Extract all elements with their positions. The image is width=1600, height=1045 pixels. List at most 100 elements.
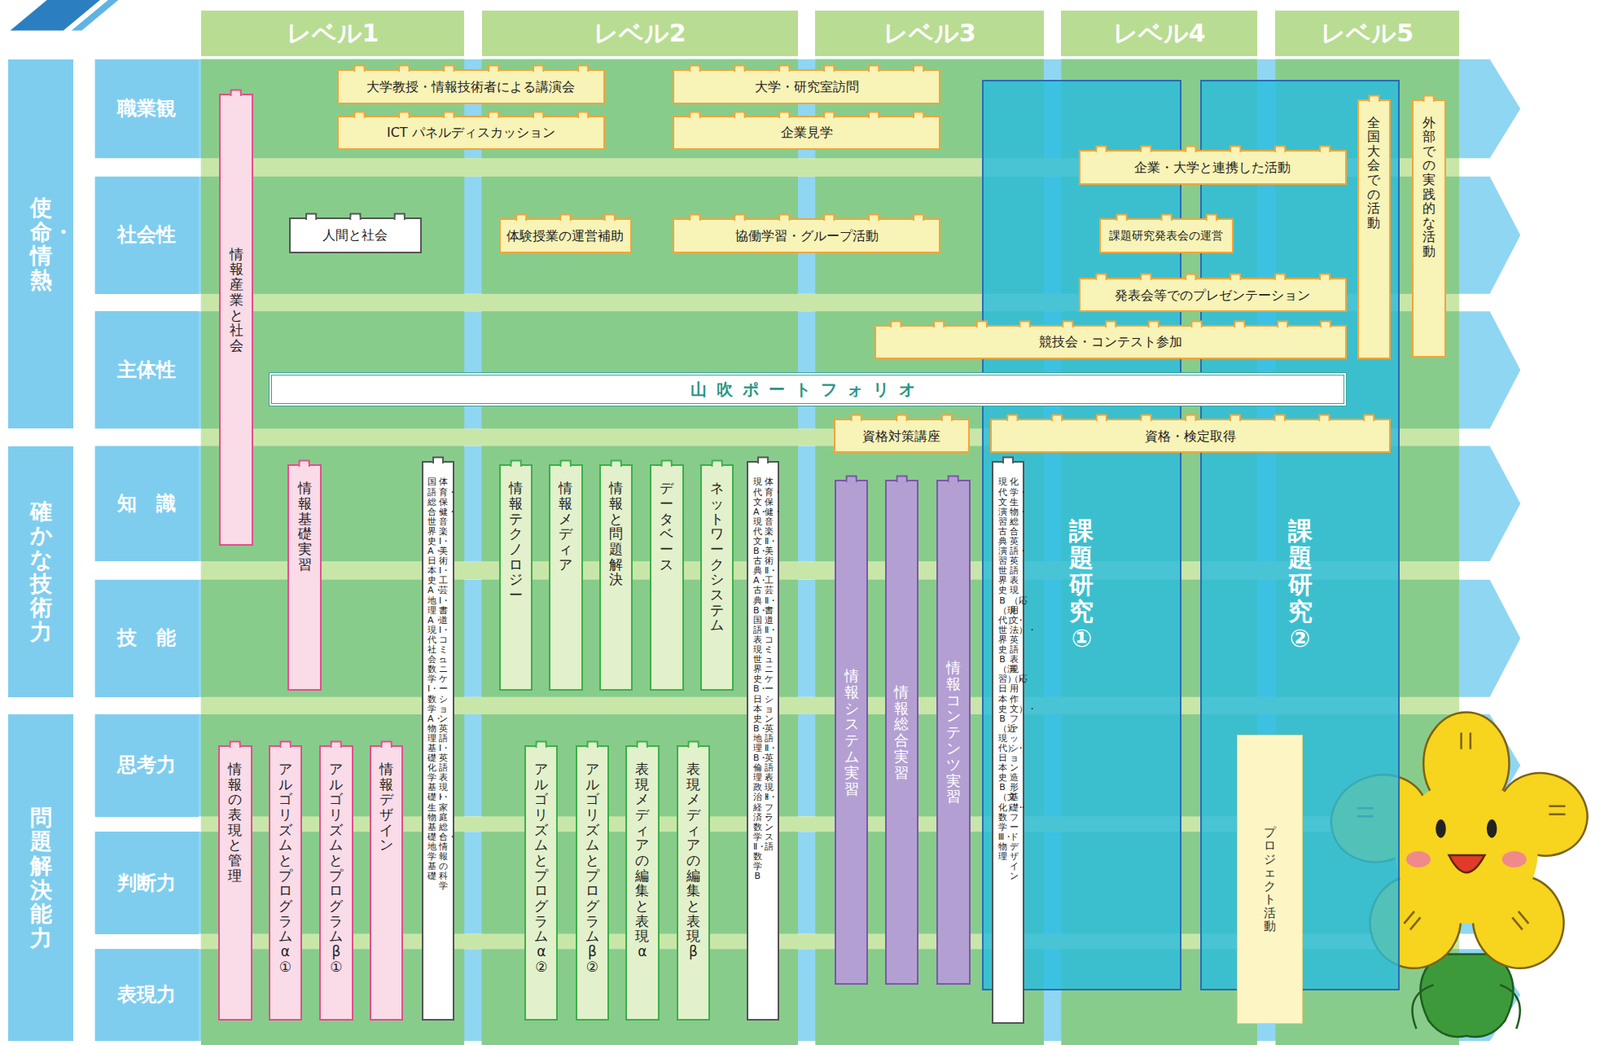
block-bump xyxy=(1095,146,1106,154)
block-bump xyxy=(896,414,907,421)
block-bumps xyxy=(548,459,583,468)
block-bump xyxy=(779,111,790,119)
subject-label: アルゴリズムとプログラムβ② xyxy=(585,761,600,975)
block-bump xyxy=(1424,95,1434,102)
block-bump xyxy=(689,65,700,73)
block-bump xyxy=(488,65,499,73)
activity-label: 企業見学 xyxy=(780,124,833,141)
block-bump-fill xyxy=(232,92,241,97)
block-bumps xyxy=(499,459,533,468)
block-bump xyxy=(1140,146,1151,154)
block-bump xyxy=(443,111,454,119)
mascot-eye xyxy=(1435,819,1447,838)
row-label-box: 思考力 xyxy=(95,714,200,816)
block-bump-fill xyxy=(578,114,588,119)
block-bump-fill xyxy=(1117,217,1126,222)
activity-block: 全国大会での活動 xyxy=(1357,99,1391,360)
block-bumps xyxy=(936,474,970,483)
category-label: 使命・情熱 xyxy=(30,195,53,293)
block-bump-fill xyxy=(847,478,856,483)
activity-block: 企業・大学と連携した活動 xyxy=(1078,149,1348,185)
block-bump-fill xyxy=(758,460,768,465)
block-bump-fill xyxy=(306,216,316,221)
node-content: 問題解決能力 xyxy=(8,714,74,1041)
row-label: 主体性 xyxy=(117,358,176,382)
block-bump-fill xyxy=(561,463,570,468)
mascot-mark xyxy=(1548,806,1565,815)
level-column xyxy=(201,59,465,1045)
block-bump xyxy=(890,320,901,328)
subject-label: アルゴリズムとプログラムβ① xyxy=(328,761,343,975)
node-content: 表現メディアの編集と表現α xyxy=(626,746,658,1019)
block-bump-fill xyxy=(611,463,620,468)
block-bumps xyxy=(885,474,919,483)
node-content: アルゴリズムとプログラムβ② xyxy=(577,746,608,1019)
block-bump-fill xyxy=(399,114,408,119)
block-bump xyxy=(933,320,944,328)
subject-label: 情報基礎実習 xyxy=(298,480,312,572)
block-bumps xyxy=(676,740,711,749)
block-bump-fill xyxy=(280,744,290,749)
category-band: 確かな技術力 xyxy=(8,446,74,697)
block-bump xyxy=(560,214,570,222)
block-bump-fill xyxy=(1231,276,1240,281)
level-column xyxy=(482,59,798,1045)
subject-list: 国語総合・世界史A・日本史A・地理A・現代社会・数学Ⅰ・数学A・物理基礎・化学基… xyxy=(427,477,437,882)
node-content: 使命・情熱 xyxy=(8,59,74,430)
block-bump xyxy=(948,475,959,483)
block-bump xyxy=(350,213,360,220)
block-bumps xyxy=(1078,144,1348,154)
row-label-box: 職業観 xyxy=(95,59,200,159)
row-label: 職業観 xyxy=(117,96,176,121)
block-bump-fill xyxy=(1186,417,1195,422)
level-label: レベル4 xyxy=(1113,18,1206,49)
activity-label: 大学教授・情報技術者による講演会 xyxy=(366,78,575,95)
block-bump-fill xyxy=(690,217,699,222)
level-label: レベル2 xyxy=(593,18,687,49)
block-bump xyxy=(824,214,834,222)
node-content: 職業観 xyxy=(95,59,200,159)
block-bump-fill xyxy=(852,417,861,422)
block-bump xyxy=(824,65,834,73)
node-content: プロジェクト活動 xyxy=(1237,735,1302,1023)
block-bump-fill xyxy=(350,216,360,221)
level-header: レベル5 xyxy=(1275,10,1460,57)
block-bump xyxy=(637,740,648,748)
level-label: レベル3 xyxy=(883,18,977,49)
subject-label: 表現メディアの編集と表現α xyxy=(635,761,649,960)
node-content: アルゴリズムとプログラムα① xyxy=(270,746,301,1019)
subject-label: 情報コンテンツ実習 xyxy=(946,659,961,805)
block-bump xyxy=(280,740,290,748)
node-content: 競技会・コンテスト参加 xyxy=(876,326,1346,359)
block-bumps xyxy=(834,474,868,483)
block-bump xyxy=(533,65,544,73)
block-bump-fill xyxy=(1321,324,1330,329)
subject-block: 情報基礎実習 xyxy=(287,464,321,691)
mascot-eye xyxy=(1486,819,1498,838)
node-content: 情報デザイン xyxy=(371,746,402,1019)
block-bump-fill xyxy=(394,216,404,221)
block-bumps xyxy=(625,740,659,749)
block-bumps xyxy=(1099,213,1234,222)
block-bump xyxy=(1095,273,1106,281)
subject-block: 情報システム実習 xyxy=(834,479,868,985)
block-bump xyxy=(688,740,699,748)
block-bumps xyxy=(599,459,633,468)
node-content: アルゴリズムとプログラムα② xyxy=(526,746,557,1019)
block-bump-fill xyxy=(1096,149,1105,154)
block-bumps xyxy=(1357,94,1391,103)
general-subjects-block: 化学・生物・総合英語・英語表現（応用文法）・英語表現（応用作文）・ファッション造… xyxy=(991,460,1025,1024)
node-content: データベース xyxy=(651,465,682,689)
block-bumps xyxy=(672,64,942,73)
block-bump-fill xyxy=(869,217,878,222)
block-bump-fill xyxy=(1141,149,1150,154)
block-bump xyxy=(306,213,316,220)
subject-label: アルゴリズムとプログラムα② xyxy=(534,761,548,975)
mascot-face xyxy=(1394,780,1538,923)
block-bump-fill xyxy=(1275,417,1284,422)
general-subjects-block: 体育・保健・音楽Ⅱ・美術Ⅱ・工芸Ⅱ・書道Ⅱ・コミュニケーション英語Ⅱ・英語表現Ⅱ… xyxy=(746,460,780,1021)
block-bumps xyxy=(499,213,632,222)
subject-label: 情報テクノロジー xyxy=(508,480,523,603)
block-bump-fill xyxy=(534,68,543,73)
block-bump xyxy=(433,457,443,465)
